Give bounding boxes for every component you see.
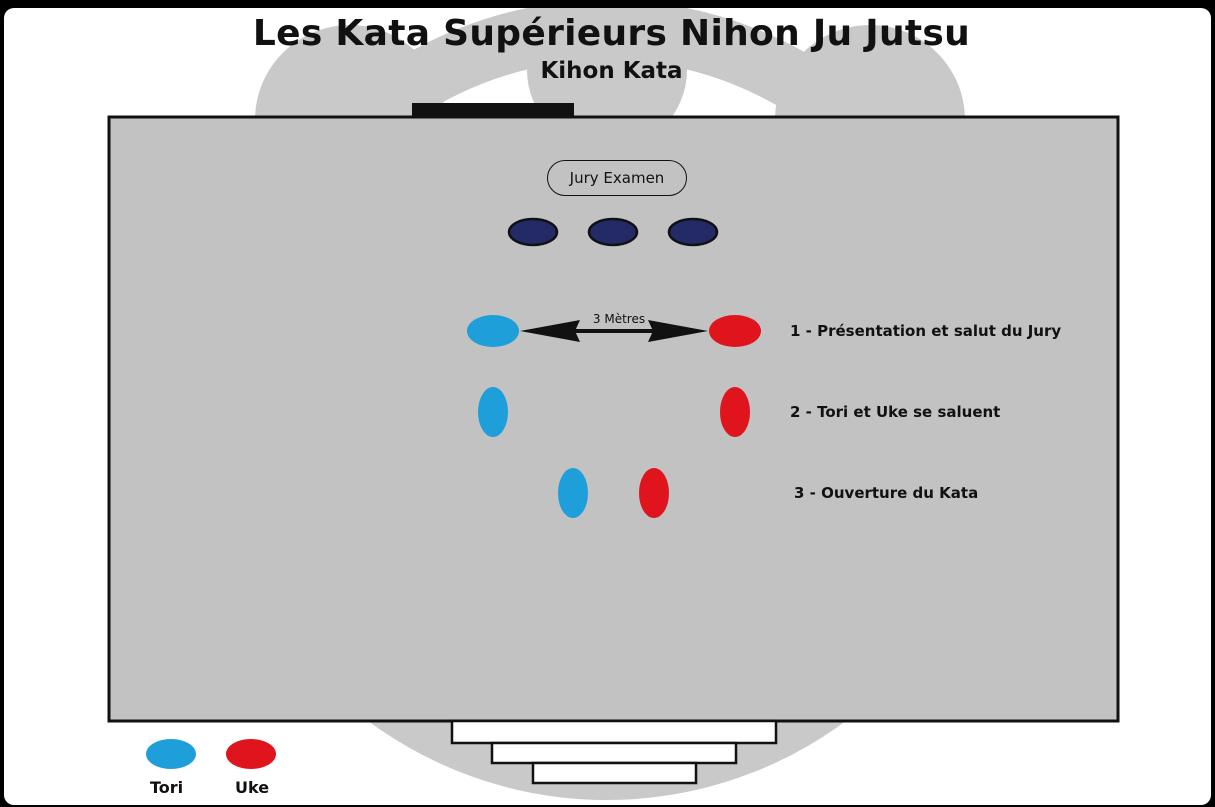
tatami-mat [107,115,1120,723]
podium [450,719,778,785]
podium-step-2 [490,741,738,765]
legend-tori-swatch [146,739,196,769]
jury-label-box: Jury Examen [547,160,687,196]
tori-step-1 [467,315,519,347]
legend-tori-label: Tori [150,778,184,797]
diagram-canvas [107,8,1120,800]
step-3-label: 3 - Ouverture du Kata [794,484,979,502]
step-2-label: 2 - Tori et Uke se saluent [790,403,1001,421]
uke-step-2 [720,387,750,437]
step-1-label: 1 - Présentation et salut du Jury [790,322,1062,340]
podium-step-1 [450,719,778,745]
jury-member-3 [667,217,719,247]
jury-label: Jury Examen [569,169,665,187]
diagram-subtitle: Kihon Kata [540,58,683,84]
podium-step-3 [531,761,698,785]
uke-step-3 [639,468,669,518]
jury-member-1 [507,217,559,247]
legend-uke-label: Uke [235,778,270,797]
legend-uke-swatch [226,739,276,769]
tori-step-2 [478,387,508,437]
uke-step-1 [709,315,761,347]
tori-step-3 [558,468,588,518]
distance-label: 3 Mètres [592,312,646,326]
jury-members [507,217,719,247]
diagram-title: Les Kata Supérieurs Nihon Ju Jutsu [252,13,971,54]
diagram-page: Les Kata Supérieurs Nihon Ju Jutsu Kihon… [4,8,1211,805]
entrance-bar [412,103,574,117]
jury-member-2 [587,217,639,247]
distance-arrow [520,320,708,342]
